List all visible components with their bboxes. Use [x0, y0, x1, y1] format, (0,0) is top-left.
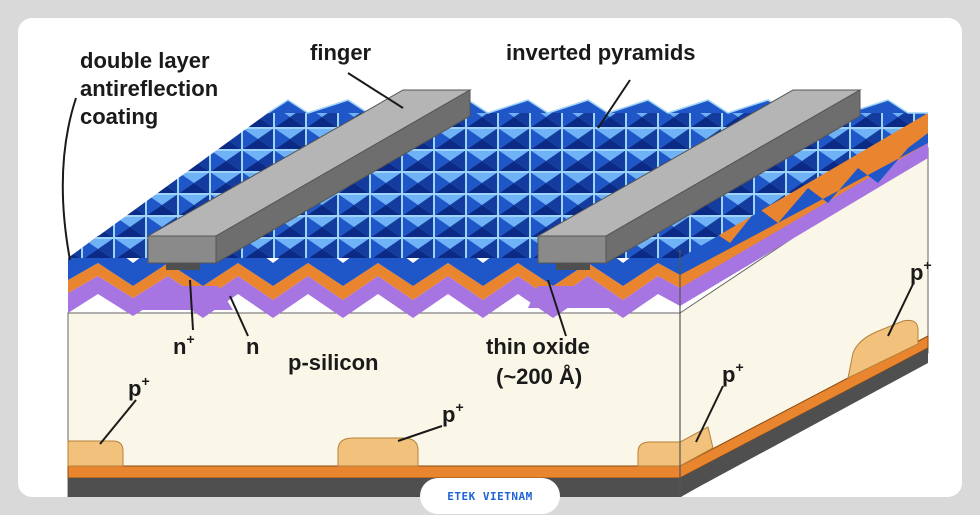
label-coating: coating: [80, 104, 158, 129]
label-inverted-pyramids: inverted pyramids: [506, 40, 696, 65]
pointer-double-layer: [61, 97, 77, 261]
side-pyramid-edge: [680, 133, 928, 275]
back-grey-side: [680, 348, 928, 497]
label-p-silicon: p-silicon: [288, 350, 378, 375]
label-p-plus-3: p+: [722, 359, 744, 387]
pointer-inverted-pyramids: [597, 79, 631, 129]
purple-layer: [68, 276, 680, 318]
label-finger: finger: [310, 40, 372, 65]
pointer-n-plus: [189, 279, 194, 331]
finger-1-side: [215, 89, 471, 264]
pointer-p-plus-1: [99, 399, 137, 445]
label-thin-oxide: thin oxide: [486, 334, 590, 359]
solar-cell-diagram: double layer antireflection coating fing…: [61, 40, 932, 497]
label-p-plus-4: p+: [910, 257, 932, 285]
n-plus-region: [143, 286, 233, 310]
finger-2-side: [605, 89, 861, 264]
label-thin-oxide-thickness: (~200 Å): [496, 363, 582, 389]
orange-layer: [68, 263, 680, 300]
pointer-n: [229, 295, 249, 337]
label-antireflection: antireflection: [80, 76, 218, 101]
label-double-layer: double layer: [80, 48, 210, 73]
pointer-p-plus-3: [695, 385, 724, 443]
watermark-badge: ETEK VIETNAM: [420, 478, 560, 514]
label-p-plus-2: p+: [442, 399, 464, 427]
pointer-p-plus-4: [887, 281, 915, 337]
pointer-thin-oxide: [547, 279, 567, 337]
finger-1-contact: [166, 263, 200, 270]
finger-1-front: [147, 235, 217, 264]
n-plus-region-2: [528, 286, 618, 308]
label-n-plus: n+: [173, 331, 195, 359]
label-n: n: [246, 334, 259, 359]
pointer-p-plus-2: [397, 425, 443, 442]
p-plus-region-1: [67, 440, 124, 467]
diagram-card: double layer antireflection coating fing…: [18, 18, 962, 497]
back-grey-front: [68, 478, 680, 497]
p-plus-region-5: [847, 319, 919, 379]
label-p-plus-1: p+: [128, 373, 150, 401]
finger-2-contact: [556, 263, 590, 270]
pointer-finger: [347, 72, 404, 109]
finger-2-front: [537, 235, 607, 264]
back-orange-front: [67, 465, 681, 479]
p-plus-region-3: [637, 441, 681, 467]
p-plus-region-2: [337, 437, 419, 467]
